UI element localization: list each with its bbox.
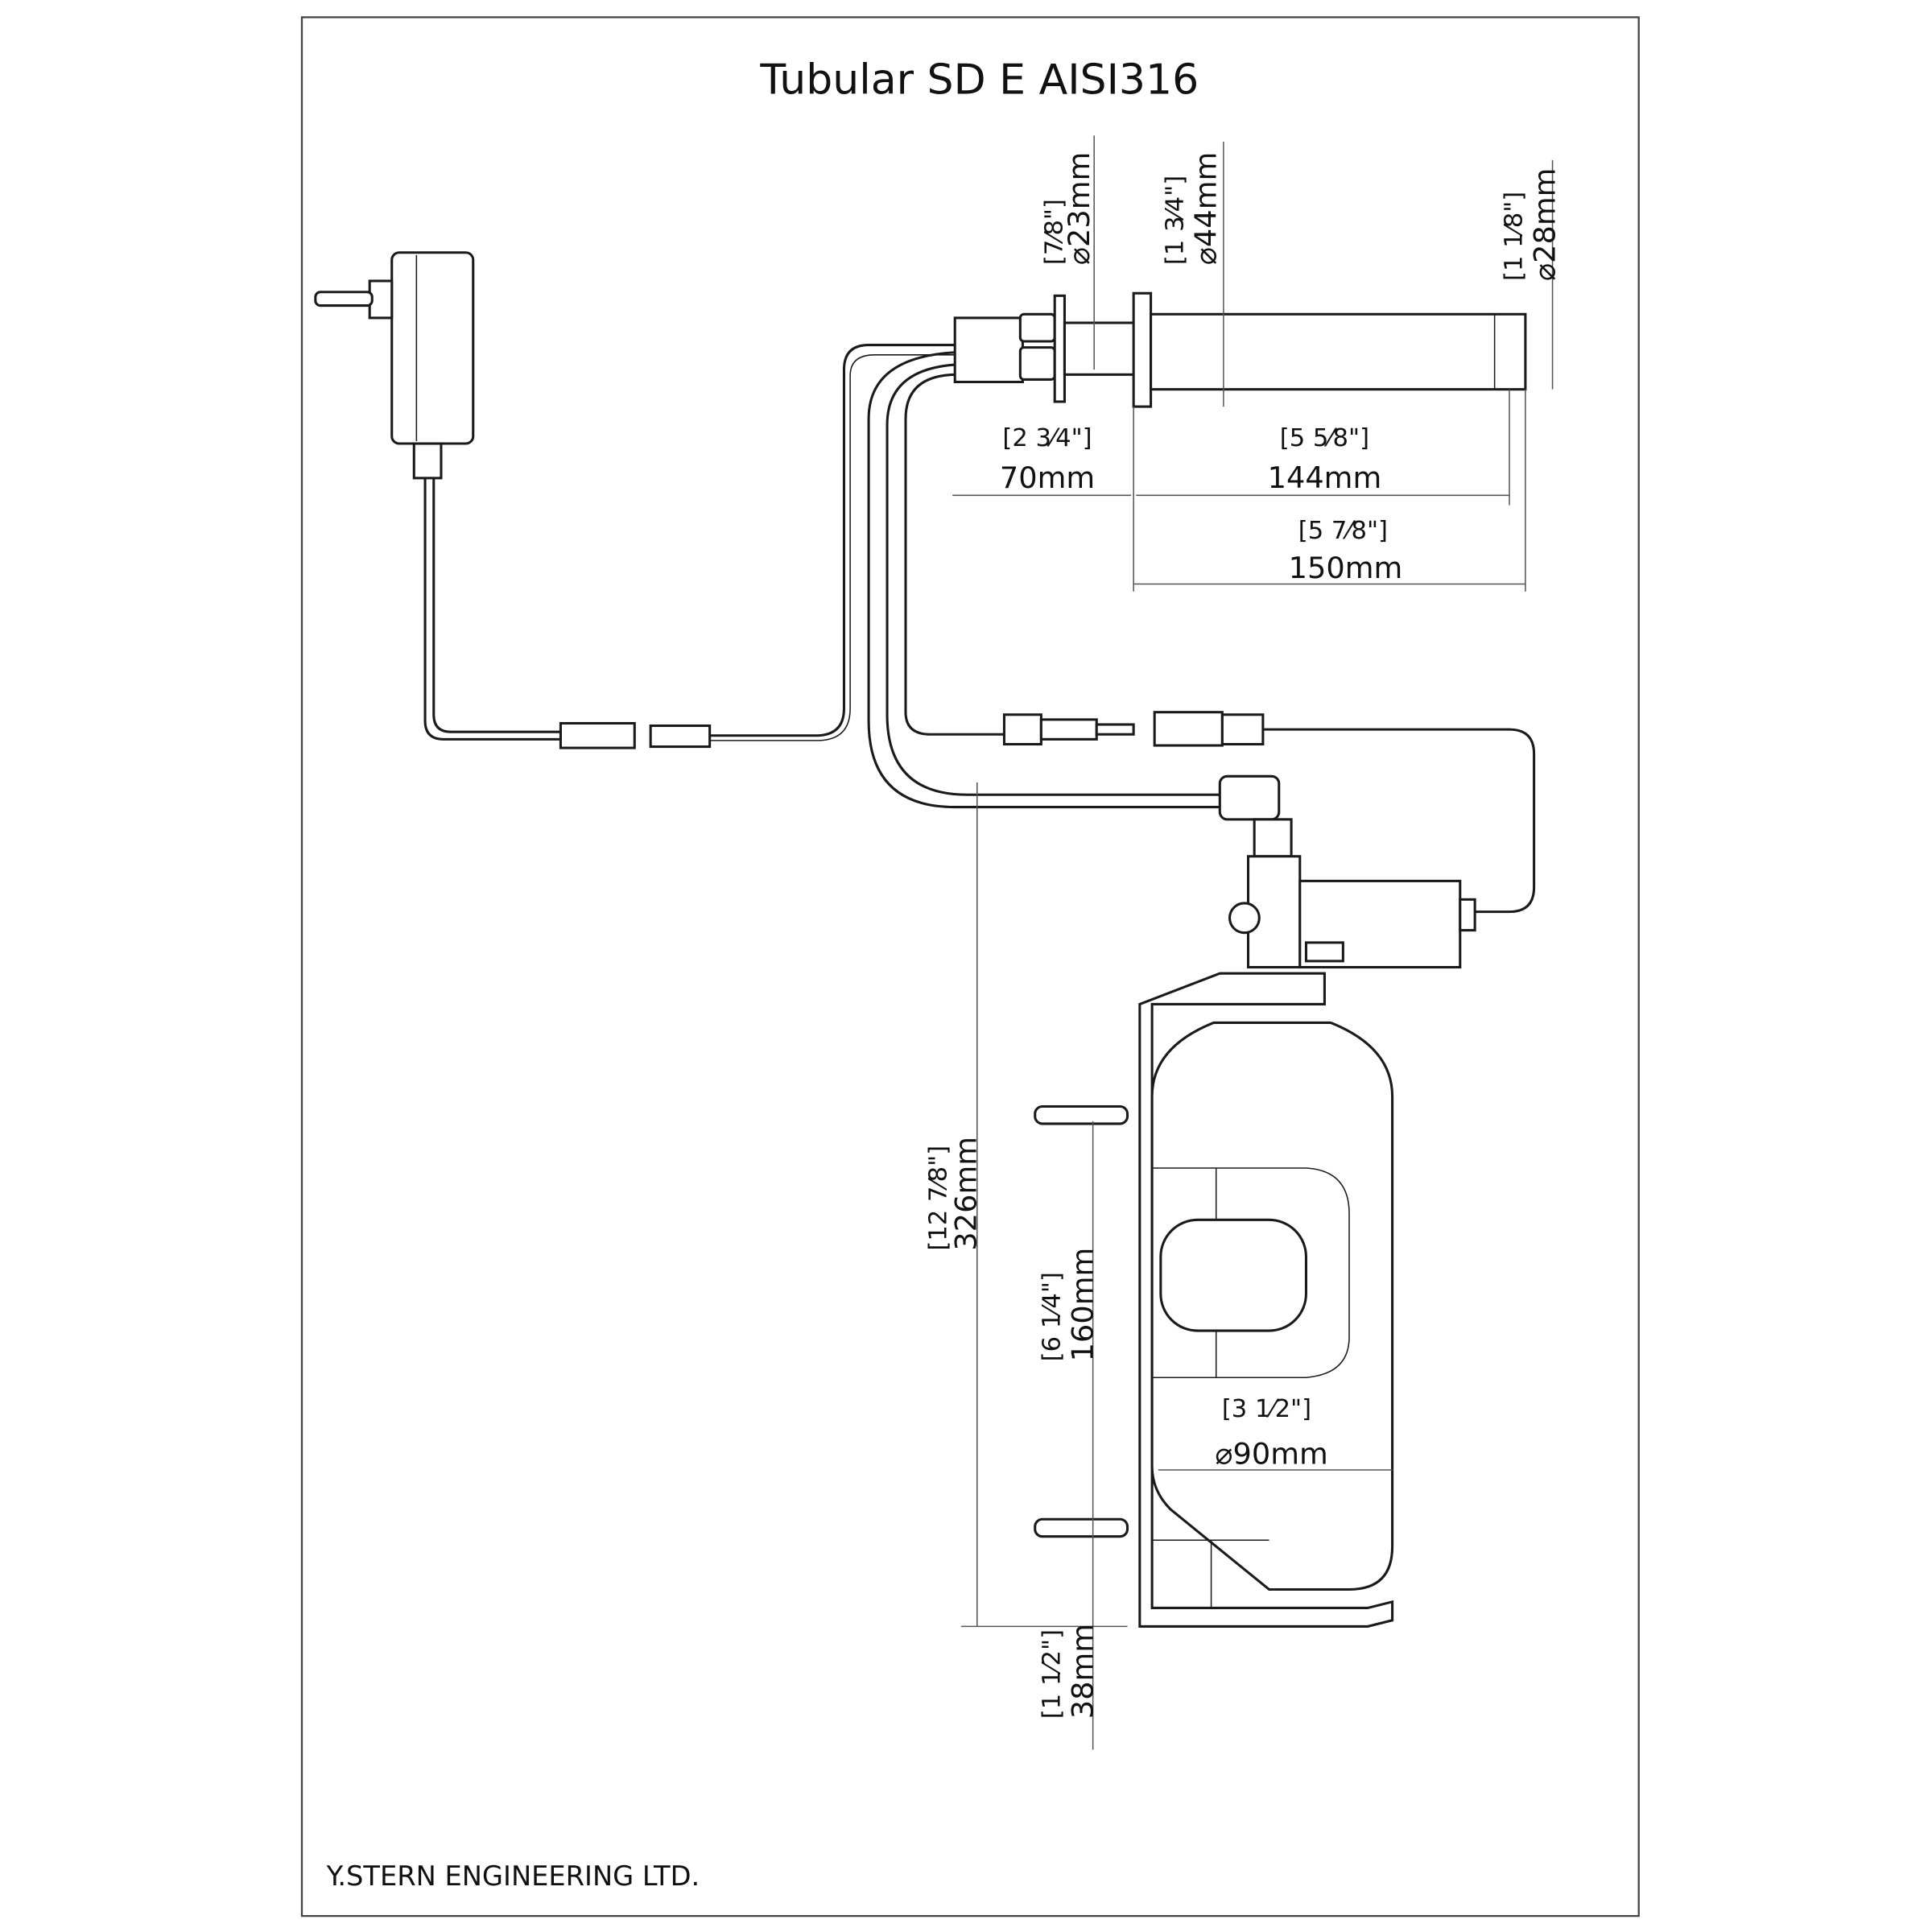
water-hose	[867, 351, 1226, 809]
dim-70-mm: 70mm	[1000, 460, 1095, 495]
dimension-lines	[952, 135, 1554, 1750]
power-adapter	[314, 251, 956, 749]
dim-150-in: [5 7⁄8"]	[1298, 517, 1388, 545]
pump-unit	[1218, 774, 1476, 969]
dim-160-in: [6 1⁄4"]	[1038, 1272, 1066, 1361]
company-name: Y.STERN ENGINEERING LTD.	[326, 1860, 700, 1892]
soap-bottle	[1034, 972, 1394, 1628]
dim-326-mm: 326mm	[948, 1137, 983, 1251]
dim-144-mm: 144mm	[1268, 460, 1382, 495]
dim-90-in: [3 1⁄2"]	[1222, 1395, 1311, 1423]
dim-38-mm: 38mm	[1066, 1624, 1100, 1719]
dim-44-mm: ⌀44mm	[1189, 152, 1224, 265]
dim-38-in: [1 1⁄2"]	[1038, 1629, 1066, 1719]
dim-28-in: [1 1⁄8"]	[1500, 192, 1528, 281]
sensor-cable	[904, 373, 1005, 736]
spout	[953, 291, 1527, 408]
dim-150-mm: 150mm	[1289, 551, 1403, 585]
dim-44-in: [1 3⁄4"]	[1161, 175, 1189, 265]
cable-connector	[1002, 711, 1265, 747]
dim-23-mm: ⌀23mm	[1062, 152, 1096, 265]
dim-144-in: [5 5⁄8"]	[1280, 424, 1369, 452]
drawing-title: Tubular SD E AISI316	[759, 56, 1199, 104]
dim-326-in: [12 7⁄8"]	[925, 1146, 953, 1251]
dim-70-in: [2 3⁄4"]	[1002, 424, 1092, 452]
dim-28-mm: ⌀28mm	[1528, 168, 1563, 281]
dim-160-mm: 160mm	[1066, 1248, 1100, 1362]
dim-23-in: [7⁄8"]	[1040, 199, 1068, 265]
dim-90-mm: ⌀90mm	[1215, 1436, 1327, 1471]
